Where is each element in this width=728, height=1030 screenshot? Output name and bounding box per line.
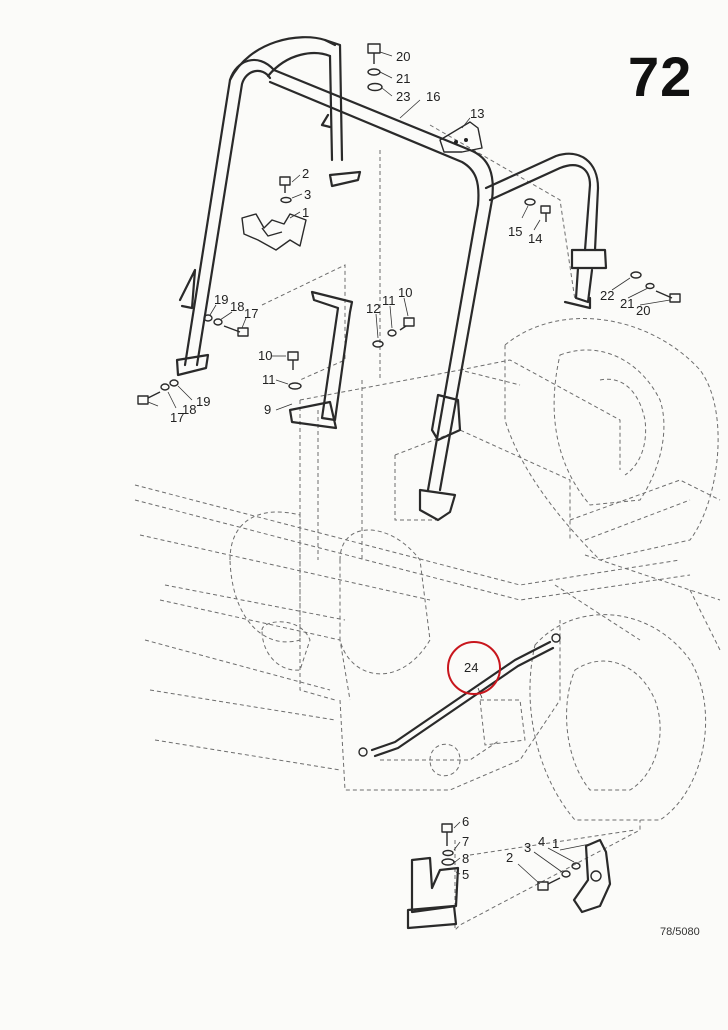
upper-bracket xyxy=(241,213,307,251)
label-left-upper-washer-a: 19 xyxy=(214,292,228,307)
rollover-frame xyxy=(175,36,608,522)
lower-base-bracket xyxy=(406,856,460,930)
label-part-24: 24 xyxy=(464,660,478,675)
label-rops-top-spacer: 23 xyxy=(396,89,410,104)
label-rear-spacer: 22 xyxy=(600,288,614,303)
label-mid-spacer: 11 xyxy=(382,293,396,308)
page-number: 72 xyxy=(628,45,693,108)
label-strut: 9 xyxy=(264,402,271,417)
label-base-washer: 7 xyxy=(462,834,469,849)
label-bracket-bolt: 2 xyxy=(302,166,309,181)
label-bracket: 1 xyxy=(302,205,309,220)
label-right-bolt: 14 xyxy=(528,231,542,246)
label-left-lower-washer-b: 19 xyxy=(196,394,210,409)
label-right-washer: 15 xyxy=(508,224,522,239)
label-mid-washer: 12 xyxy=(366,301,380,316)
label-left-lower-washer-a: 18 xyxy=(182,402,196,417)
label-bracket-washer: 3 xyxy=(304,187,311,202)
machine-ghost-outline xyxy=(134,124,721,932)
label-base-bracket: 5 xyxy=(462,867,469,882)
label-rops-bar: 16 xyxy=(426,89,440,104)
label-left-upper-bolt: 17 xyxy=(244,306,258,321)
label-clamp-bracket: 1 xyxy=(552,836,559,851)
fasteners xyxy=(137,43,681,891)
label-left-lower-bolt: 17 xyxy=(170,410,184,425)
label-rops-plate: 13 xyxy=(470,106,484,121)
label-rear-washer: 21 xyxy=(620,296,634,311)
label-base-spacer: 8 xyxy=(462,851,469,866)
part-24-strap xyxy=(358,633,561,758)
label-rear-bolt: 20 xyxy=(636,303,650,318)
support-strut xyxy=(288,290,354,430)
leader-lines xyxy=(147,51,671,885)
drawing-reference: 78/5080 xyxy=(660,926,700,938)
label-strut-washer: 11 xyxy=(262,372,276,387)
label-clamp-washer-a: 4 xyxy=(538,834,545,849)
part-24-highlight-circle xyxy=(447,641,501,695)
label-rops-top-washer: 21 xyxy=(396,71,410,86)
callout-labels: 20 21 23 16 13 2 3 1 15 14 22 21 20 19 1… xyxy=(170,49,650,882)
lower-clamp-bracket xyxy=(572,838,612,914)
label-base-bolt: 6 xyxy=(462,814,469,829)
label-clamp-bolt: 2 xyxy=(506,850,513,865)
label-strut-bolt: 10 xyxy=(258,348,272,363)
label-rops-top-bolt: 20 xyxy=(396,49,410,64)
label-clamp-washer-b: 3 xyxy=(524,840,531,855)
label-left-upper-washer-b: 18 xyxy=(230,299,244,314)
top-plate xyxy=(439,121,483,153)
label-mid-bolt: 10 xyxy=(398,285,412,300)
